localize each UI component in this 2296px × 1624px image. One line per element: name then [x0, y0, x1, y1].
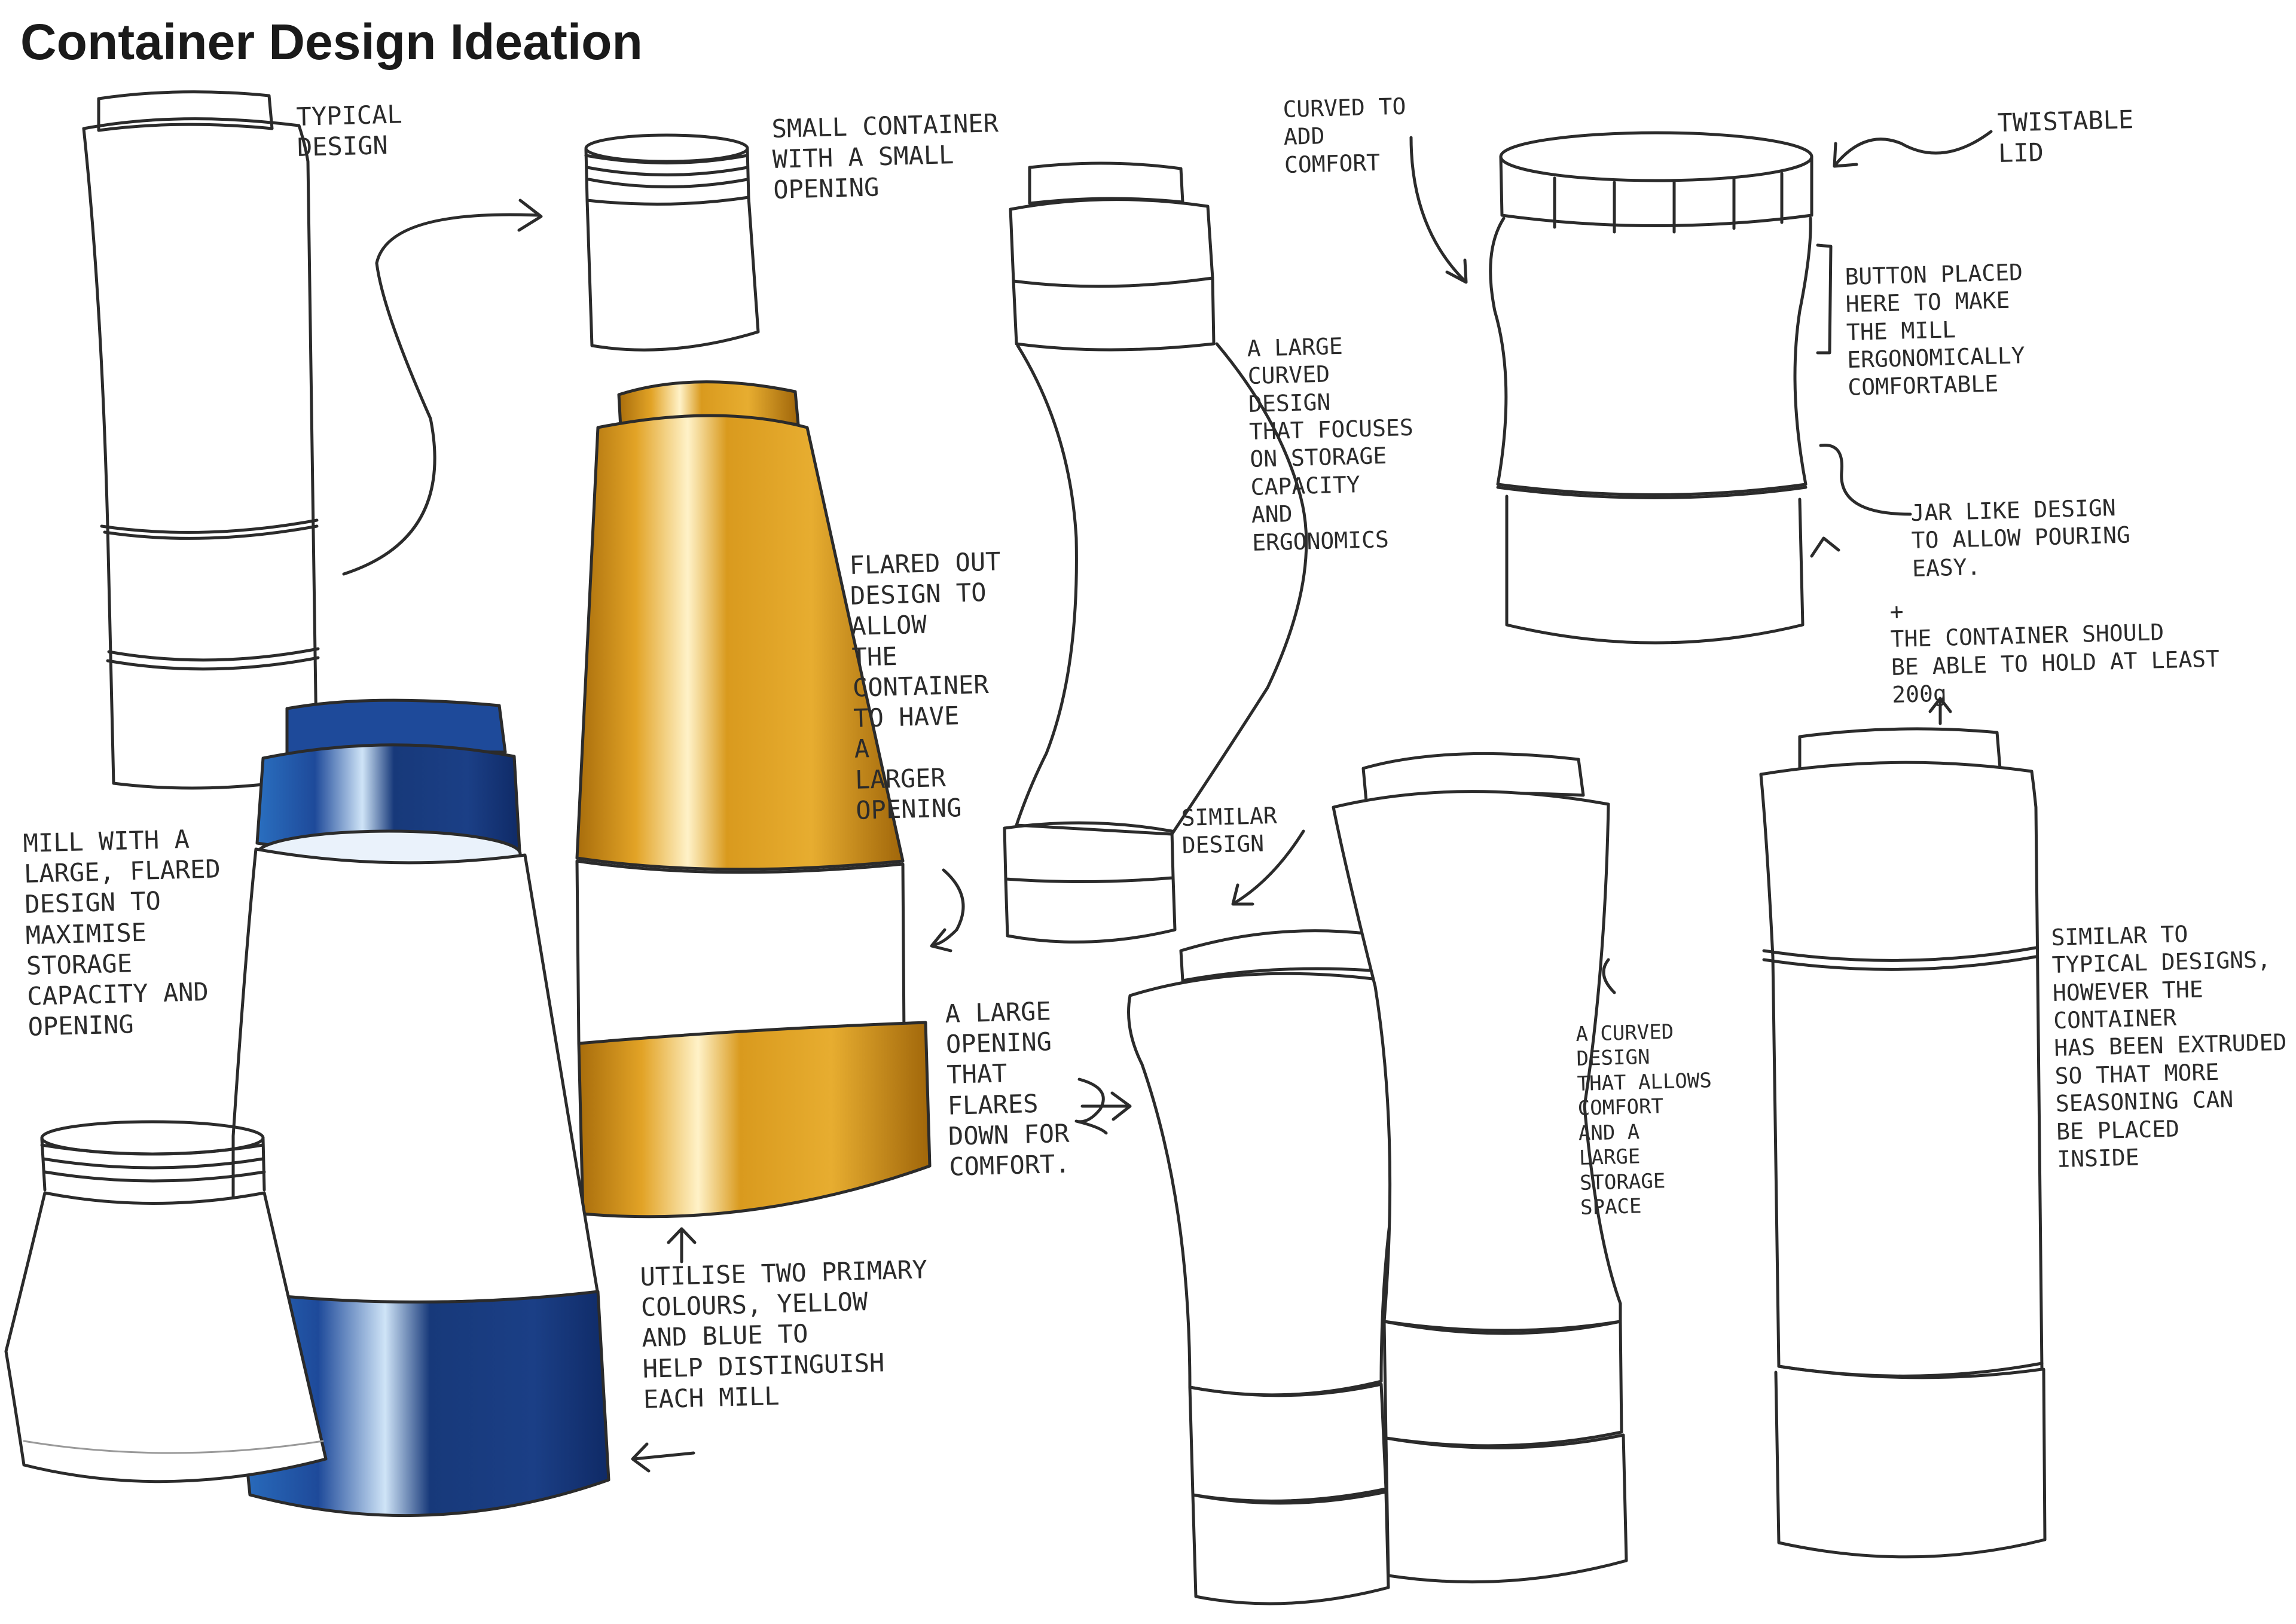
- sketch-typical-mill: [82, 90, 320, 790]
- note-hold-200g: + THE CONTAINER SHOULD BE ABLE TO HOLD A…: [1889, 598, 2220, 709]
- sketch-flared-short-mill: [1127, 929, 1432, 1605]
- sketch-yellow-mill: [575, 380, 932, 1219]
- note-curved-comfort: CURVED TO ADD COMFORT: [1283, 93, 1407, 178]
- note-small-container: SMALL CONTAINER WITH A SMALL OPENING: [771, 108, 999, 205]
- note-curved-design: A CURVED DESIGN THAT ALLOWS COMFORT AND …: [1576, 1019, 1712, 1220]
- page-title: Container Design Ideation: [20, 14, 643, 70]
- note-typical-design: TYPICAL DESIGN: [296, 99, 403, 163]
- sketch-small-container: [584, 133, 760, 352]
- note-twistable-lid: TWISTABLE LID: [1997, 105, 2134, 169]
- sketch-curved-mill: [1003, 161, 1308, 944]
- sketch-small-jar: [4, 1120, 328, 1483]
- note-flared-out: FLARED OUT DESIGN TO ALLOW THE CONTAINER…: [849, 547, 1002, 825]
- note-utilise-colours: UTILISE TWO PRIMARY COLOURS, YELLOW AND …: [640, 1254, 928, 1414]
- note-similar-design: SIMILAR DESIGN: [1181, 802, 1278, 859]
- sketch-tall-mill: [1759, 727, 2047, 1559]
- note-button-placed: BUTTON PLACED HERE TO MAKE THE MILL ERGO…: [1845, 259, 2026, 401]
- sketch-blue-mill: [231, 698, 610, 1518]
- sketch-twistable-jar: [1489, 131, 1833, 645]
- note-similar-typical: SIMILAR TO TYPICAL DESIGNS, HOWEVER THE …: [2051, 921, 2287, 1173]
- note-mill-large: MILL WITH A LARGE, FLARED DESIGN TO MAXI…: [23, 824, 221, 1042]
- sketch-arrow-curve: [342, 213, 540, 576]
- note-large-curved: A LARGE CURVED DESIGN THAT FOCUSES ON ST…: [1247, 332, 1414, 556]
- sketch-hourglass-mill: [1332, 752, 1628, 1584]
- note-large-opening: A LARGE OPENING THAT FLARES DOWN FOR COM…: [945, 996, 1071, 1182]
- note-jar-like: JAR LIKE DESIGN TO ALLOW POURING EASY.: [1910, 494, 2131, 582]
